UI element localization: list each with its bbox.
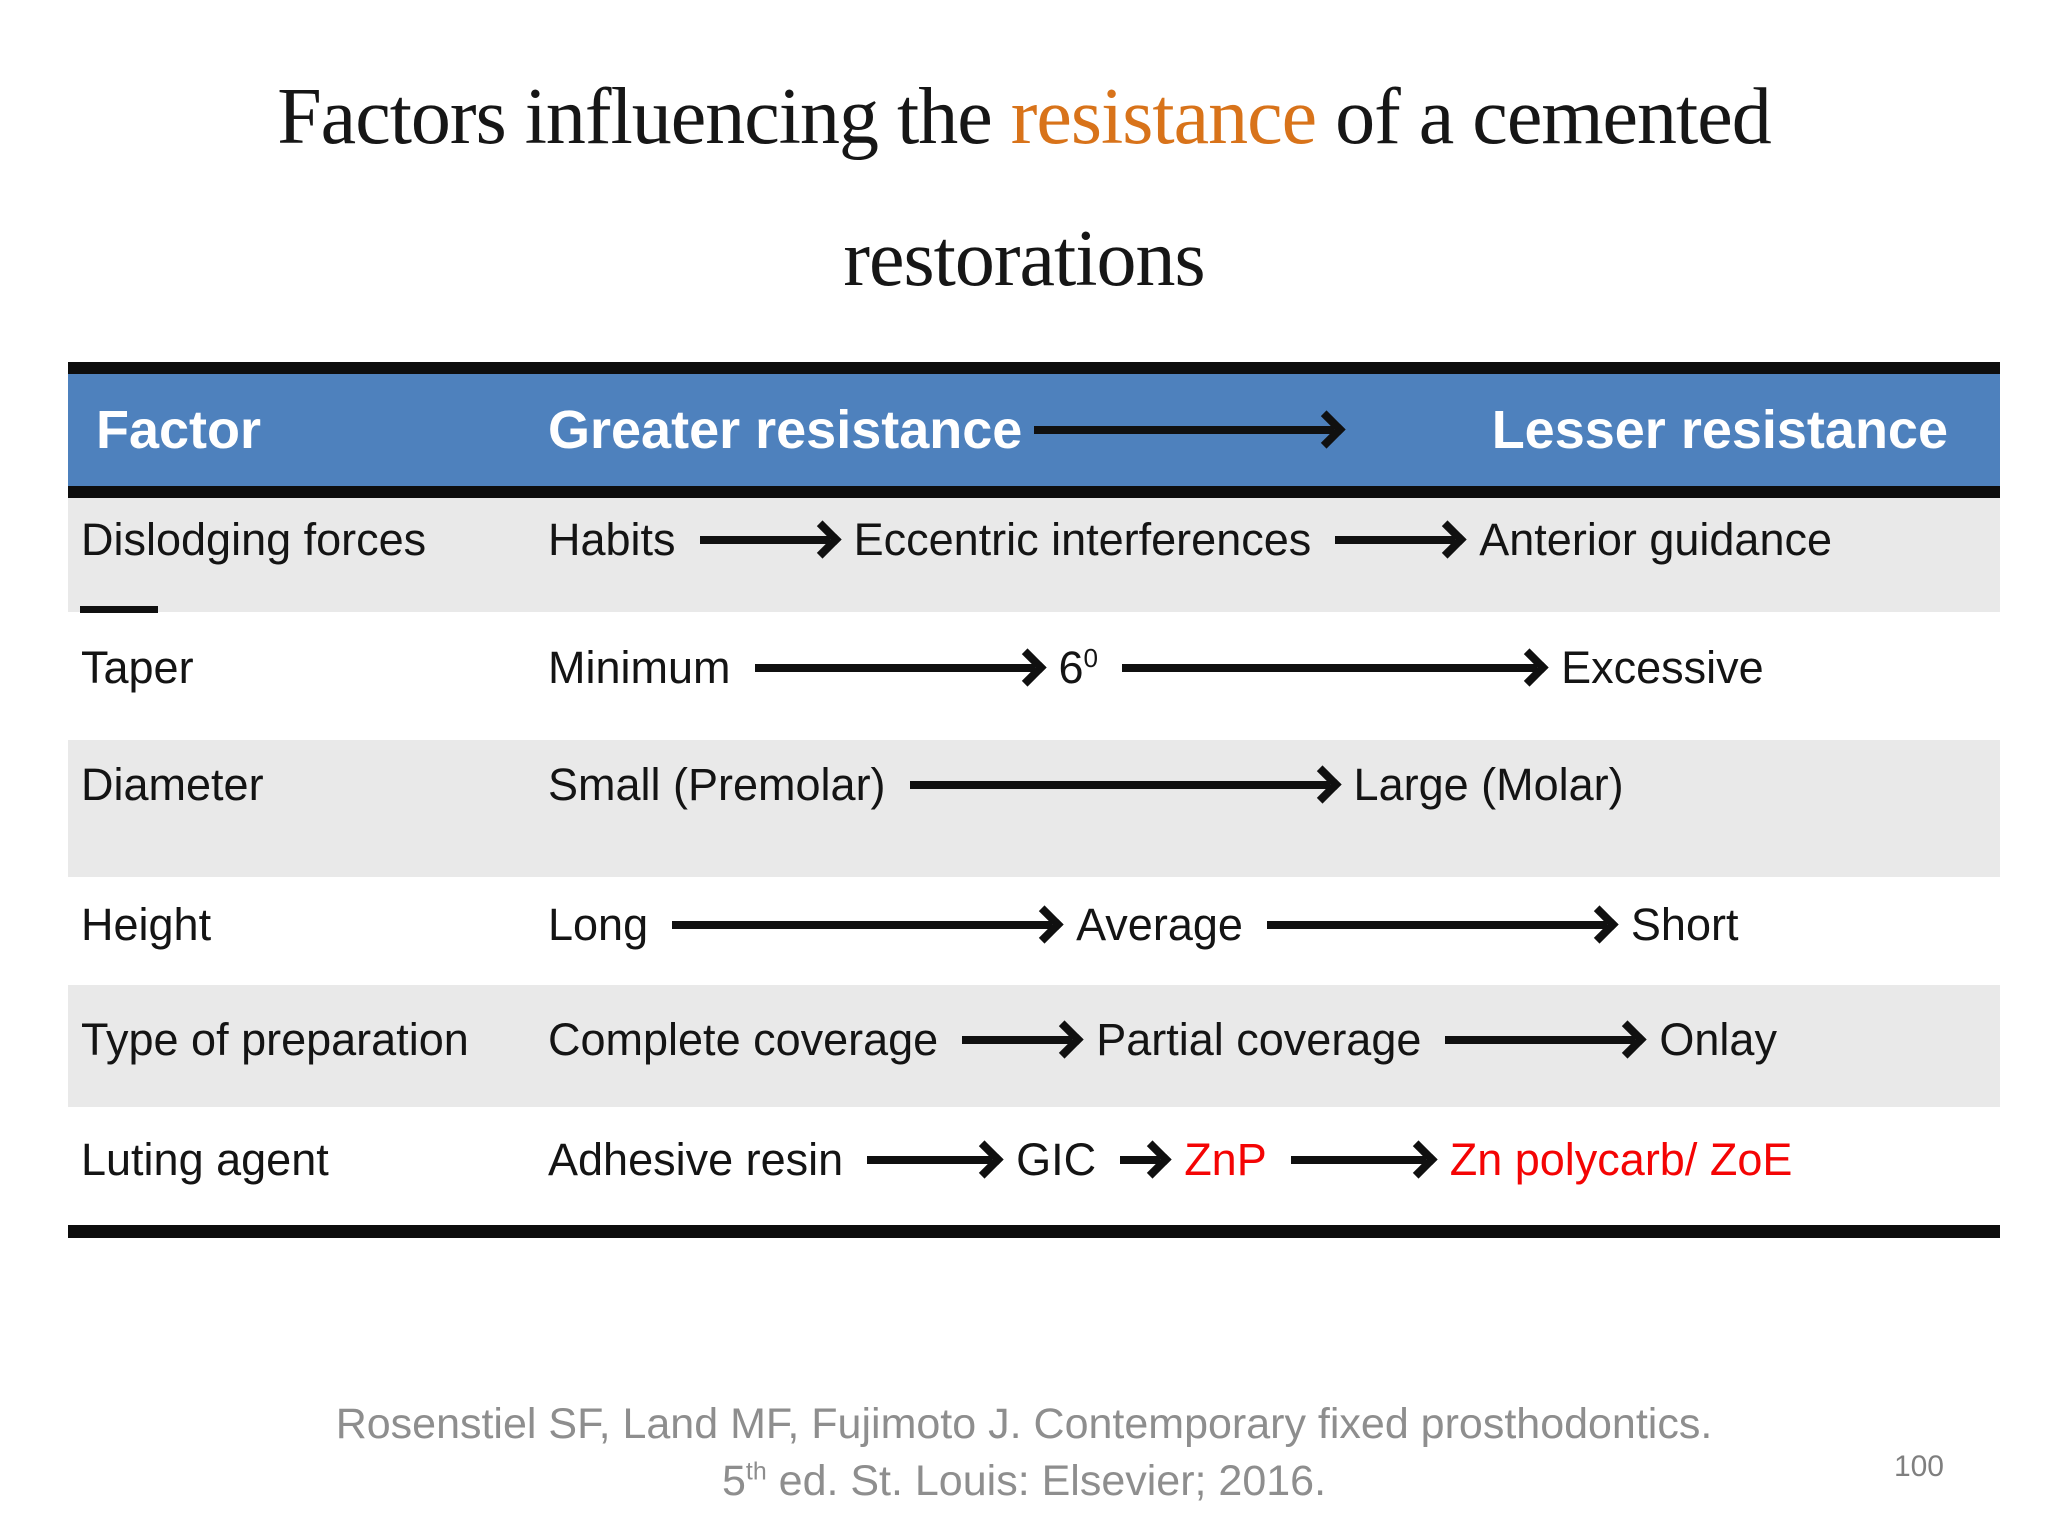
- table-row: Luting agent Adhesive resin GIC ZnP Zn polyc…: [68, 1107, 2000, 1225]
- row-content: Adhesive resin GIC ZnP Zn polycarb/ ZoE: [548, 1130, 2000, 1190]
- factor-label: Diameter: [81, 759, 264, 810]
- factor-label: Height: [81, 899, 212, 950]
- table-row: Diameter Small (Premolar) Large (Molar): [68, 740, 2000, 877]
- title-line-1: Factors influencing the resistance of a …: [0, 46, 2048, 188]
- row-value: GIC: [1016, 1134, 1097, 1185]
- arrow-right-icon: [1335, 536, 1456, 544]
- citation-ed-sup: th: [745, 1457, 767, 1486]
- row-value: Complete coverage: [548, 1014, 939, 1065]
- row-content: Minimum 60 Excessive: [548, 638, 2000, 698]
- factor-label: Dislodging forces: [81, 514, 427, 565]
- citation-line-2: 5th ed. St. Louis: Elsevier; 2016.: [0, 1453, 2048, 1510]
- row-content: Complete coverage Partial coverage Onlay: [548, 1010, 2000, 1070]
- slide-title: Factors influencing the resistance of a …: [0, 46, 2048, 330]
- row-value: Excessive: [1561, 642, 1764, 693]
- title-highlight: resistance: [1010, 73, 1317, 161]
- row-value: 60: [1058, 642, 1099, 693]
- row-value: Long: [548, 899, 649, 950]
- factors-table: Factor Greater resistance Lesser resista…: [68, 362, 2000, 1238]
- title-text-pre: Factors influencing the: [277, 73, 1011, 161]
- factor-label: Type of preparation: [81, 1014, 469, 1065]
- row-content: Habits Eccentric interferences Anterior gu…: [548, 510, 2000, 570]
- arrow-right-icon: [1122, 664, 1538, 672]
- table-bottom-border: [68, 1225, 2000, 1238]
- header-factor: Factor: [96, 400, 262, 460]
- row-value: Adhesive resin: [548, 1134, 844, 1185]
- arrow-right-icon: [1445, 1036, 1636, 1044]
- citation-ed-number: 5: [721, 1457, 746, 1505]
- header-greater: Greater resistance: [548, 400, 1023, 460]
- row-value: Partial coverage: [1096, 1014, 1422, 1065]
- row-value: Zn polycarb/ ZoE: [1449, 1134, 1793, 1185]
- citation-rest: ed. St. Louis: Elsevier; 2016.: [766, 1457, 1327, 1505]
- row-value: Eccentric interferences: [853, 514, 1312, 565]
- arrow-right-icon: [1034, 426, 1335, 434]
- table-row: Taper Minimum 60 Excessive: [68, 612, 2000, 740]
- table-row: Dislodging forces Habits Eccentric interfe…: [68, 498, 2000, 612]
- row-value: Short: [1630, 899, 1739, 950]
- row-value: Anterior guidance: [1479, 514, 1832, 565]
- row-value: Small (Premolar): [548, 759, 886, 810]
- row-value: Onlay: [1659, 1014, 1777, 1065]
- arrow-right-icon: [699, 536, 830, 544]
- citation: Rosenstiel SF, Land MF, Fujimoto J. Cont…: [0, 1396, 2048, 1510]
- row-value: Habits: [548, 514, 676, 565]
- row-value: ZnP: [1184, 1134, 1267, 1185]
- citation-line-1: Rosenstiel SF, Land MF, Fujimoto J. Cont…: [335, 1400, 1713, 1448]
- row-value: Large (Molar): [1353, 759, 1624, 810]
- factor-label: Taper: [81, 642, 194, 693]
- arrow-right-icon: [754, 664, 1035, 672]
- table-row: Type of preparation Complete coverage Part…: [68, 985, 2000, 1107]
- row-value: Minimum: [548, 642, 731, 693]
- table-row: Height Long Average Short: [68, 877, 2000, 985]
- factor-label: Luting agent: [81, 1134, 329, 1185]
- arrow-right-icon: [867, 1156, 993, 1164]
- header-content: Greater resistance Lesser resistance: [548, 399, 2000, 461]
- title-text-post: of a cemented: [1316, 73, 1772, 161]
- arrow-right-icon: [1290, 1156, 1426, 1164]
- arrow-right-icon: [672, 921, 1053, 929]
- arrow-right-icon: [909, 781, 1330, 789]
- arrow-right-icon: [1266, 921, 1607, 929]
- arrow-right-icon: [962, 1036, 1073, 1044]
- row-content: Small (Premolar) Large (Molar): [548, 755, 2000, 815]
- border-fragment: [80, 606, 158, 613]
- page-number: 100: [1893, 1450, 1944, 1483]
- arrow-right-icon: [1120, 1156, 1161, 1164]
- row-content: Long Average Short: [548, 895, 2000, 955]
- title-line-2: restorations: [843, 215, 1205, 303]
- table-rows: Dislodging forces Habits Eccentric interfe…: [68, 498, 2000, 1225]
- header-lesser: Lesser resistance: [1491, 400, 1948, 460]
- table-header-row: Factor Greater resistance Lesser resista…: [68, 362, 2000, 498]
- row-value: Average: [1076, 899, 1243, 950]
